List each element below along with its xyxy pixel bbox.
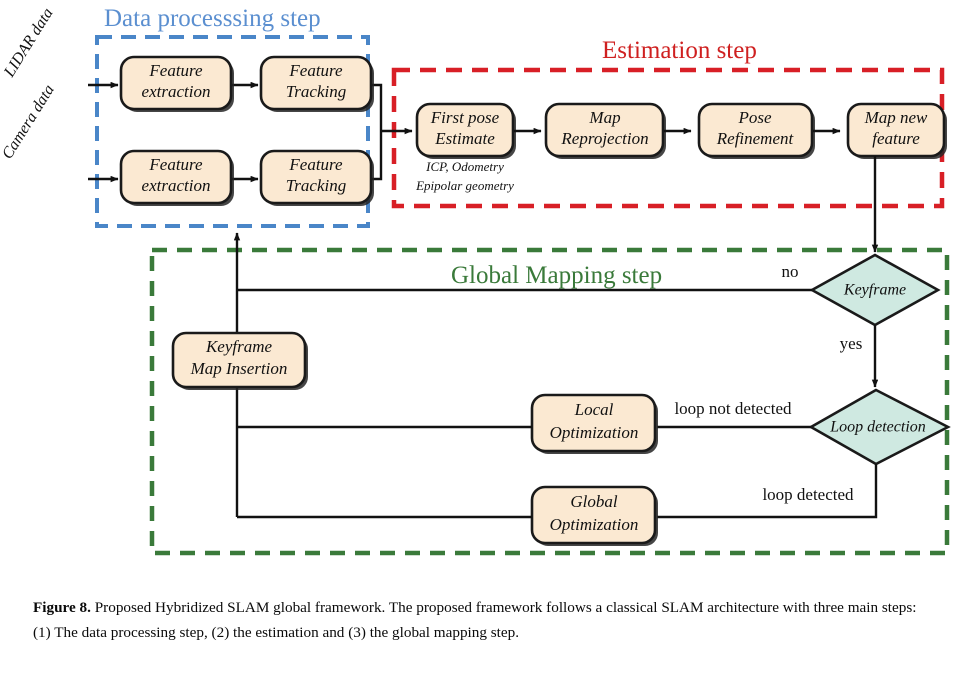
camera-feature-extraction-node[interactable]: Feature extraction: [119, 149, 234, 206]
local-optimization-node[interactable]: Local Optimization: [530, 393, 658, 454]
node-label-line2: Reprojection: [560, 129, 648, 148]
map-reprojection-node[interactable]: Map Reprojection: [544, 102, 666, 159]
decision-label: Keyframe: [843, 282, 906, 299]
node-label-line2: Estimate: [434, 129, 495, 148]
camera-data-label: Camera data: [0, 82, 58, 162]
node-label-line2: Tracking: [286, 176, 346, 195]
keyframe-map-insertion-node[interactable]: Keyframe Map Insertion: [171, 331, 308, 390]
pose-refinement-node[interactable]: Pose Refinement: [697, 102, 815, 159]
figure-caption: Figure 8. Proposed Hybridized SLAM globa…: [33, 596, 933, 645]
node-label-line2: extraction: [142, 82, 211, 101]
node-label-line2: Map Insertion: [190, 359, 288, 378]
lidar-feature-tracking-node[interactable]: Feature Tracking: [259, 55, 374, 112]
node-label-line1: Local: [574, 400, 614, 419]
edge-label-loop-not-detected: loop not detected: [674, 399, 792, 418]
figure-container: Data processsing step Estimation step Gl…: [0, 5, 951, 556]
node-label-line2: extraction: [142, 176, 211, 195]
first-pose-note-line2: Epipolar geometry: [415, 178, 514, 193]
estimation-frame: [391, 67, 945, 209]
node-label-line1: First pose: [430, 108, 500, 127]
node-label-line2: feature: [872, 129, 920, 148]
lidar-data-label: LIDAR data: [0, 5, 56, 81]
node-label-line1: Feature: [148, 155, 203, 174]
node-label-line2: Optimization: [550, 515, 639, 534]
camera-feature-tracking-node[interactable]: Feature Tracking: [259, 149, 374, 206]
keyframe-decision-node[interactable]: Keyframe: [809, 253, 941, 327]
caption-label: Figure 8.: [33, 599, 91, 616]
node-label-line1: Keyframe: [205, 337, 273, 356]
lidar-feature-extraction-node[interactable]: Feature extraction: [119, 55, 234, 112]
node-label-line1: Feature: [148, 61, 203, 80]
node-label-line2: Refinement: [716, 129, 795, 148]
data-processing-frame: [95, 35, 370, 228]
node-label-line1: Pose: [737, 108, 772, 127]
edge-label-yes: yes: [840, 334, 863, 353]
estimation-title: Estimation step: [602, 37, 757, 64]
edge-loop-detected-to-global-opt: [657, 464, 878, 519]
node-label-line2: Optimization: [550, 423, 639, 442]
node-label-line1: Map: [588, 108, 620, 127]
first-pose-estimate-node[interactable]: First pose Estimate: [415, 102, 516, 159]
node-label-line1: Map new: [864, 108, 928, 127]
caption-text: Proposed Hybridized SLAM global framewor…: [33, 599, 917, 641]
edge-label-loop-detected: loop detected: [762, 485, 854, 504]
global-mapping-title: Global Mapping step: [451, 262, 662, 289]
slam-framework-diagram: Data processsing step Estimation step Gl…: [0, 5, 951, 556]
global-optimization-node[interactable]: Global Optimization: [530, 485, 658, 546]
node-label-line1: Global: [570, 492, 618, 511]
loop-detection-decision-node[interactable]: Loop detection: [808, 388, 951, 466]
map-new-feature-node[interactable]: Map new feature: [846, 102, 947, 159]
node-label-line2: Tracking: [286, 82, 346, 101]
svg-text:Camera data: Camera data: [0, 82, 58, 162]
edge-label-no: no: [782, 262, 799, 281]
node-label-line1: Feature: [288, 155, 343, 174]
node-label-line1: Feature: [288, 61, 343, 80]
data-processing-title: Data processsing step: [104, 5, 321, 32]
svg-text:LIDAR data: LIDAR data: [0, 5, 56, 81]
decision-label: Loop detection: [829, 419, 926, 436]
first-pose-note-line1: ICP, Odometry: [425, 159, 504, 174]
